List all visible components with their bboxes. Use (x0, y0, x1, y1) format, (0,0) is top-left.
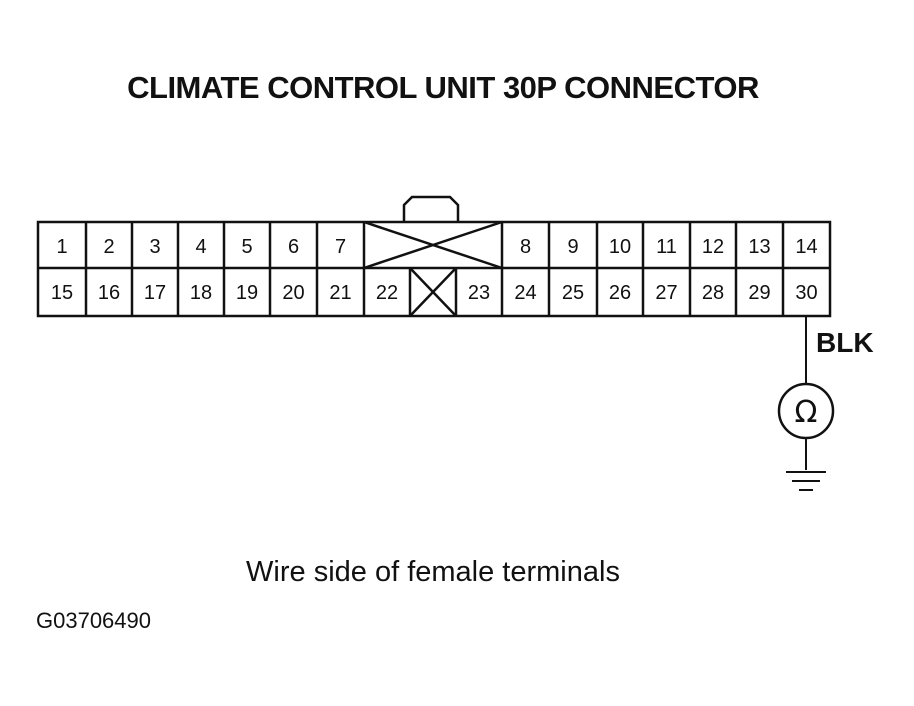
meter-hookup: BLK Ω (777, 316, 874, 491)
diagram-title: CLIMATE CONTROL UNIT 30P CONNECTOR (127, 70, 759, 105)
pin-label-16: 16 (98, 282, 120, 304)
pin-label-4: 4 (195, 236, 206, 258)
figure-id: G03706490 (36, 608, 151, 633)
blank-cavity-top (363, 220, 503, 270)
connector-body (36, 195, 832, 318)
pin-label-22: 22 (376, 282, 398, 304)
ohm-symbol: Ω (795, 395, 818, 430)
pin-label-26: 26 (609, 282, 631, 304)
connector-lock-tab (402, 195, 460, 222)
ohmmeter-icon: Ω (777, 382, 835, 440)
pin-label-23: 23 (468, 282, 490, 304)
pin-label-19: 19 (236, 282, 258, 304)
pin-label-11: 11 (656, 236, 677, 258)
pin-label-14: 14 (795, 236, 817, 258)
pin-label-24: 24 (514, 282, 536, 304)
pin-label-15: 15 (51, 282, 73, 304)
cell-dividers (84, 222, 785, 316)
pin-label-1: 1 (56, 236, 67, 258)
pin-label-5: 5 (241, 236, 252, 258)
pin-label-30: 30 (795, 282, 817, 304)
pin-label-2: 2 (103, 236, 114, 258)
pin-label-6: 6 (288, 236, 299, 258)
pin-label-8: 8 (520, 236, 531, 258)
wire-color-label: BLK (816, 327, 874, 358)
pin-label-17: 17 (144, 282, 166, 304)
pin-label-10: 10 (609, 236, 631, 258)
pin-label-9: 9 (567, 236, 578, 258)
pin-label-25: 25 (562, 282, 584, 304)
pin-label-18: 18 (190, 282, 212, 304)
pin-label-28: 28 (702, 282, 724, 304)
pin-label-7: 7 (335, 236, 346, 258)
pin-label-12: 12 (702, 236, 724, 258)
pin-label-3: 3 (149, 236, 160, 258)
pin-label-27: 27 (655, 282, 677, 304)
pin-label-29: 29 (748, 282, 770, 304)
ground-icon (786, 471, 826, 491)
diagram-caption: Wire side of female terminals (246, 556, 620, 588)
pin-label-21: 21 (329, 282, 351, 304)
pin-label-20: 20 (282, 282, 304, 304)
pin-label-13: 13 (748, 236, 770, 258)
blank-cavity-bottom (409, 267, 457, 317)
